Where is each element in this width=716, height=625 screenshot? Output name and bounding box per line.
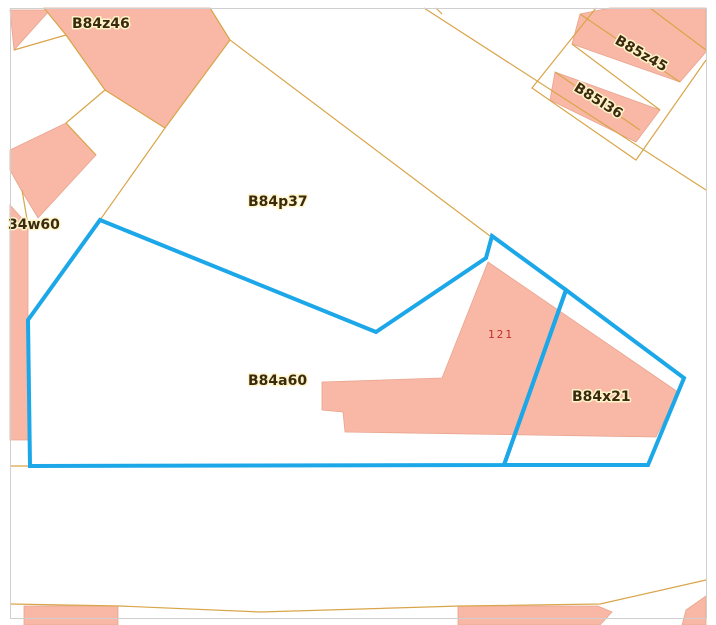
selection-layer[interactable] xyxy=(25,217,687,469)
parcel-line-9 xyxy=(423,7,707,191)
parcel-boundaries-layer xyxy=(9,7,707,613)
parcel-line-3 xyxy=(104,89,166,129)
parcel-line-13 xyxy=(579,13,681,83)
label-b84w60: 34w60 xyxy=(8,217,60,233)
building-top-left xyxy=(9,9,51,51)
parcel-line-15 xyxy=(554,71,641,131)
building-bottom-left xyxy=(23,605,119,625)
building-b84w60-b xyxy=(9,203,29,441)
building-bottom-mid xyxy=(457,605,613,625)
parcel-line-8 xyxy=(21,189,29,226)
label-b84a60: B84a60 xyxy=(248,373,307,389)
label-b84p37: B84p37 xyxy=(248,194,308,210)
label-b84z46: B84z46 xyxy=(72,16,130,32)
parcel-line-14 xyxy=(571,43,661,111)
map-frame-border xyxy=(10,8,707,619)
parcel-line-11 xyxy=(531,7,707,161)
label-b84x21: B84x21 xyxy=(572,389,631,405)
parcel-line-7 xyxy=(65,122,97,156)
building-number-121: 121 xyxy=(488,328,514,341)
building-bottom-right xyxy=(681,595,707,625)
parcel-line-17 xyxy=(9,579,707,613)
parcel-line-6 xyxy=(65,89,106,124)
selected-parcel-b84x21[interactable] xyxy=(501,286,687,467)
parcel-line-5 xyxy=(43,7,67,36)
parcel-line-12 xyxy=(649,7,707,51)
